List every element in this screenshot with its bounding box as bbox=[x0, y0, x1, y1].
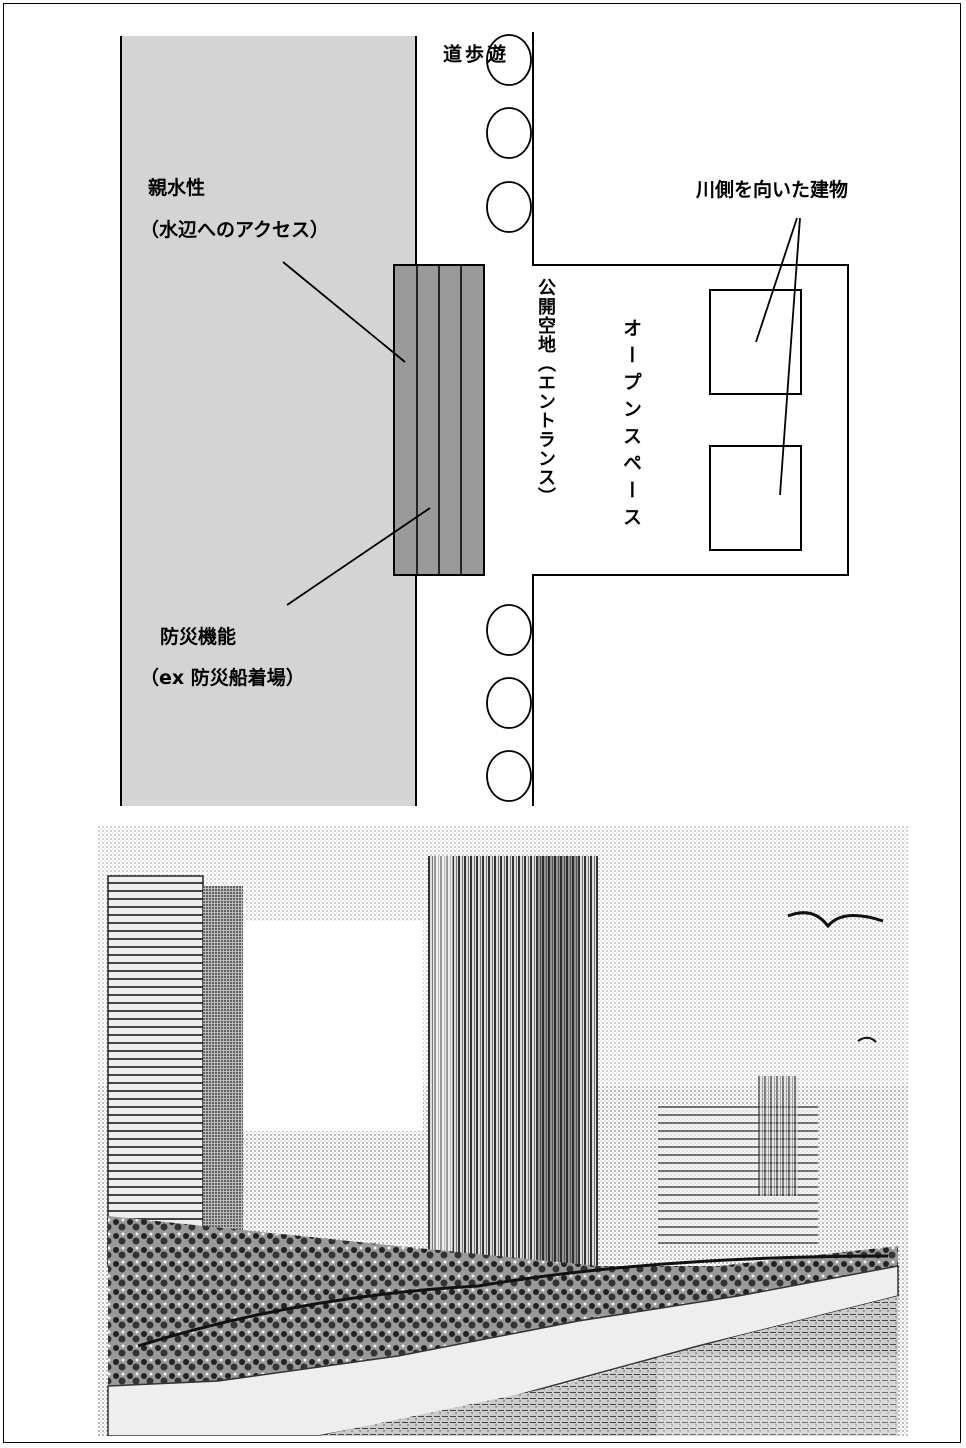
building-left bbox=[107, 875, 204, 1267]
tree-icon bbox=[486, 107, 532, 159]
leader-line-water-affinity bbox=[282, 261, 406, 363]
riverside-promenade-rendering bbox=[98, 826, 908, 1436]
river-water bbox=[318, 1296, 898, 1436]
tree-icon bbox=[486, 604, 532, 656]
disaster-sub: （ex 防災船着場） bbox=[140, 667, 305, 689]
water-affinity-sub: （水辺へのアクセス） bbox=[140, 219, 330, 241]
building-lower bbox=[709, 445, 802, 551]
tree-line bbox=[108, 1216, 898, 1386]
building-upper bbox=[709, 289, 802, 395]
building-left-2 bbox=[203, 886, 243, 1266]
promenade-walkway bbox=[107, 1265, 899, 1436]
bird-icon bbox=[857, 1036, 877, 1043]
tree-icon bbox=[486, 750, 532, 802]
promenade-char: 道 bbox=[440, 44, 462, 65]
blank-panel bbox=[243, 921, 423, 1131]
disaster-label: 防災機能 bbox=[160, 626, 237, 648]
tree-icon bbox=[486, 181, 532, 233]
open-space-label: オープンスペース bbox=[620, 318, 642, 534]
leader-line-disaster bbox=[286, 507, 431, 606]
central-tower bbox=[428, 856, 598, 1266]
bird-icon bbox=[787, 911, 884, 929]
tree-icon bbox=[486, 34, 532, 86]
promenade-label: 遊歩道 bbox=[440, 44, 506, 115]
embankment-curve bbox=[137, 1254, 889, 1348]
riverside-buildings-label: 川側を向いた建物 bbox=[696, 179, 849, 201]
leader-line-building-upper bbox=[755, 217, 798, 343]
water-affinity-label: 親水性 bbox=[148, 177, 206, 199]
river-area bbox=[121, 36, 416, 806]
waterfront-diagram bbox=[120, 32, 849, 806]
stepped-terrace bbox=[393, 264, 485, 576]
public-space-label: 公開空地（エントランス） bbox=[535, 278, 556, 506]
site-boundary bbox=[532, 32, 849, 806]
promenade-trees bbox=[486, 34, 532, 802]
promenade-char: 歩 bbox=[462, 44, 484, 65]
page-frame bbox=[3, 3, 961, 1443]
promenade-char: 遊 bbox=[484, 44, 506, 65]
leader-line-building-lower bbox=[779, 217, 801, 496]
tree-icon bbox=[486, 677, 532, 729]
